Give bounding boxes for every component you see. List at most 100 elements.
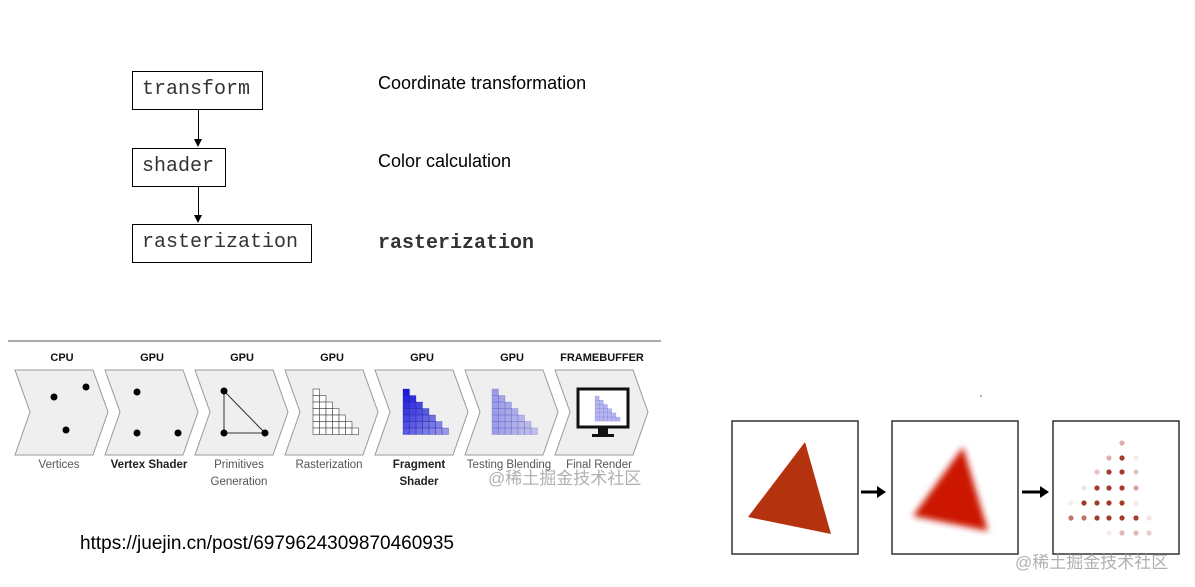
stage-caption: Vertex Shader	[110, 459, 188, 471]
flow-box-shader: shader	[132, 148, 226, 187]
raster-cell	[319, 414, 327, 422]
raster-cell	[325, 427, 333, 435]
fragment-cell	[409, 408, 417, 416]
fragment-cell	[441, 427, 449, 435]
blend-cell	[530, 427, 538, 435]
stage-caption: Final Render	[566, 459, 632, 471]
flow-arrow-2	[198, 187, 199, 216]
flow-label-rasterization: rasterization	[378, 232, 535, 255]
fragment-dot	[1133, 530, 1139, 536]
raster-cell	[332, 427, 340, 435]
blend-cell	[491, 395, 499, 403]
render-cell	[615, 416, 621, 422]
raster-cell	[325, 414, 333, 422]
flow-box-rasterization: rasterization	[132, 224, 312, 263]
fragment-cell	[402, 421, 410, 429]
arrow-head-icon	[877, 486, 886, 498]
fragment-dot	[1081, 500, 1087, 506]
blend-cell	[498, 421, 506, 429]
raster-cell	[332, 408, 340, 416]
stage-caption: Vertices	[38, 459, 80, 471]
raster-cell	[325, 421, 333, 429]
pipeline-chevron	[14, 369, 109, 456]
blend-cell	[504, 401, 512, 409]
fragment-dot	[1133, 485, 1139, 491]
raster-cell	[338, 427, 346, 435]
fragment-cell	[415, 401, 423, 409]
render-cell	[594, 395, 600, 401]
raster-cell	[332, 414, 340, 422]
pipeline-chevron	[464, 369, 559, 456]
source-url[interactable]: https://juejin.cn/post/69796243098704609…	[80, 533, 454, 554]
render-cell	[594, 400, 600, 405]
blend-cell	[504, 414, 512, 422]
raster-cell	[345, 421, 353, 429]
fragment-cell	[422, 421, 430, 429]
primitive-triangle	[223, 389, 267, 434]
fragment-cell	[402, 401, 410, 409]
monitor-stand	[598, 428, 608, 434]
raster-cell	[319, 408, 327, 416]
flow-box-transform: transform	[132, 71, 263, 110]
fragment-cell	[402, 427, 410, 435]
pipeline-top-border	[8, 340, 661, 342]
fragment-cell	[409, 395, 417, 403]
blend-cell	[491, 388, 499, 396]
fragment-dot	[1133, 455, 1139, 461]
fragment-dot	[1106, 455, 1112, 461]
fragment-dot	[1106, 485, 1112, 491]
fragment-dot	[1106, 469, 1112, 475]
fragment-dot	[1119, 440, 1125, 446]
raster-cell	[338, 414, 346, 422]
fragment-cell	[402, 408, 410, 416]
fragment-cell	[415, 427, 423, 435]
stage-unit: GPU	[320, 352, 344, 364]
fragment-dot	[1119, 455, 1125, 461]
fragment-dot	[1094, 469, 1100, 475]
fragment-cell	[402, 395, 410, 403]
blend-cell	[504, 408, 512, 416]
watermark: @稀土掘金技术社区	[1015, 553, 1169, 572]
raster-cell	[312, 401, 320, 409]
blend-cell	[498, 427, 506, 435]
fragment-dot	[1146, 530, 1152, 536]
vertex-dot	[50, 393, 58, 401]
blend-cell	[511, 414, 519, 422]
stage-unit: GPU	[410, 352, 434, 364]
blurred-triangle	[913, 447, 988, 531]
raster-cell	[312, 408, 320, 416]
stage-caption: Rasterization	[295, 459, 363, 471]
render-cell	[594, 404, 600, 409]
blend-cell	[517, 414, 525, 422]
fragment-dot	[1068, 515, 1074, 521]
render-cell	[611, 412, 617, 418]
fragment-dot	[1106, 530, 1112, 536]
render-cell	[599, 412, 604, 418]
fragment-cell	[409, 414, 417, 422]
stage-caption: Testing Blending	[466, 459, 552, 471]
fragment-dot	[1119, 515, 1125, 521]
fragment-dot	[1094, 500, 1100, 506]
blend-cell	[491, 401, 499, 409]
raster-cell	[319, 421, 327, 429]
stage-unit: GPU	[230, 352, 254, 364]
render-cell	[599, 416, 604, 422]
blend-cell	[524, 427, 532, 435]
fragment-dot	[1081, 515, 1087, 521]
blend-cell	[491, 421, 499, 429]
fragment-cell	[422, 408, 430, 416]
fragment-cell	[415, 408, 423, 416]
fragment-dot	[1106, 515, 1112, 521]
raster-cell	[325, 408, 333, 416]
raster-cell	[338, 421, 346, 429]
fragment-dot	[1106, 500, 1112, 506]
fragment-dot	[1119, 485, 1125, 491]
fragment-cell	[428, 421, 436, 429]
fragment-cell	[402, 414, 410, 422]
fragment-dot	[1146, 515, 1152, 521]
blend-cell	[491, 408, 499, 416]
blend-cell	[511, 427, 519, 435]
monitor-icon	[576, 387, 630, 429]
fragment-dot	[1133, 469, 1139, 475]
